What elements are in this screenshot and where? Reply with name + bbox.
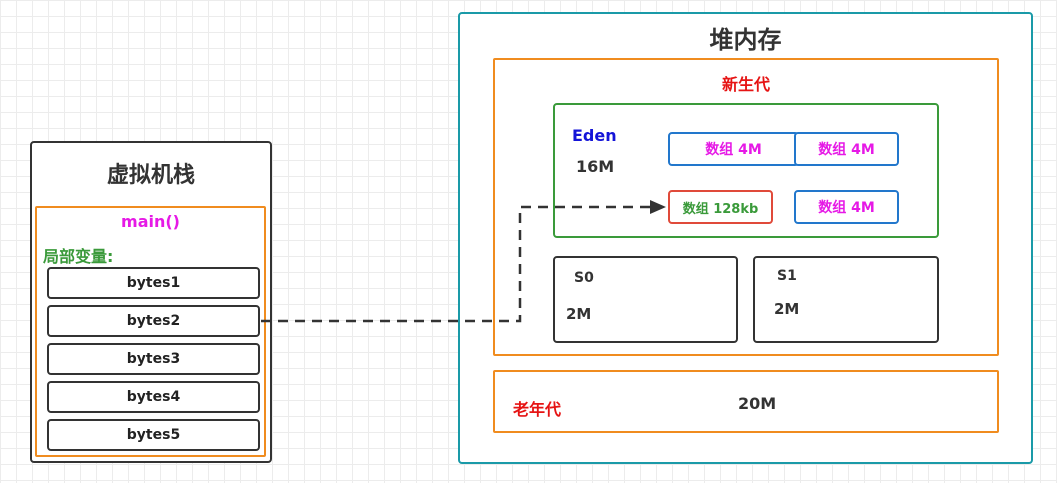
eden-size: 16M bbox=[576, 157, 615, 176]
survivor-s0-size: 2M bbox=[566, 305, 592, 323]
survivor-s0-box bbox=[553, 256, 738, 343]
old-generation-box bbox=[493, 370, 999, 433]
var-bytes5: bytes5 bbox=[47, 419, 260, 451]
survivor-s1-box bbox=[753, 256, 939, 343]
var-bytes1: bytes1 bbox=[47, 267, 260, 299]
array-4m-2: 数组 4M bbox=[794, 132, 899, 166]
arrowhead bbox=[650, 200, 666, 214]
young-generation-box bbox=[493, 58, 999, 356]
var-bytes2: bytes2 bbox=[47, 305, 260, 337]
main-frame-label: main() bbox=[121, 212, 180, 231]
survivor-s1-label: S1 bbox=[777, 268, 797, 284]
survivor-s1-size: 2M bbox=[774, 300, 800, 318]
local-variables-label: 局部变量: bbox=[43, 247, 114, 266]
array-4m-1: 数组 4M bbox=[668, 132, 799, 166]
reference-line bbox=[261, 205, 652, 323]
old-generation-label: 老年代 bbox=[513, 400, 562, 419]
eden-label: Eden bbox=[572, 126, 617, 145]
survivor-s0-label: S0 bbox=[574, 270, 594, 286]
eden-box bbox=[553, 103, 939, 238]
old-generation-size: 20M bbox=[738, 394, 777, 413]
array-128kb: 数组 128kb bbox=[668, 190, 773, 224]
var-bytes3: bytes3 bbox=[47, 343, 260, 375]
heap-memory-title: 堆内存 bbox=[709, 26, 782, 54]
young-generation-label: 新生代 bbox=[721, 75, 770, 94]
main-frame-box bbox=[35, 206, 266, 457]
array-4m-3: 数组 4M bbox=[794, 190, 899, 224]
heap-memory-box bbox=[458, 12, 1033, 464]
vm-stack-title: 虚拟机栈 bbox=[106, 163, 195, 188]
var-bytes4: bytes4 bbox=[47, 381, 260, 413]
